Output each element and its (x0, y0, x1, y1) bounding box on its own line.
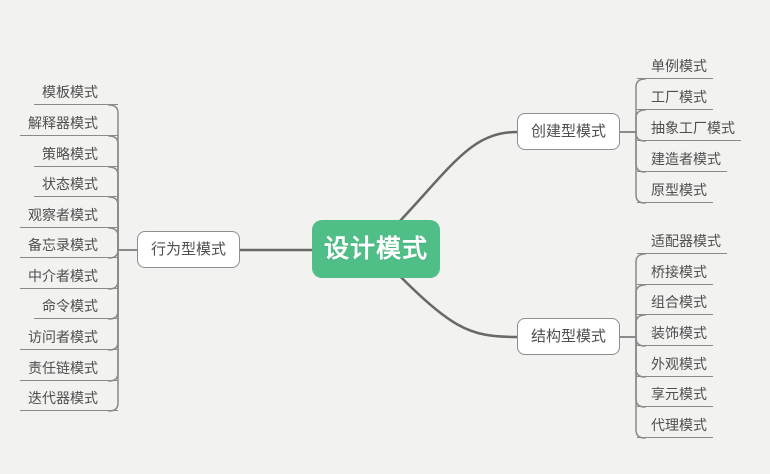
connector-line (108, 196, 138, 251)
child-composite[interactable]: 组合模式 (637, 293, 713, 315)
connector-line (380, 256, 520, 339)
child-interpreter[interactable]: 解释器模式 (20, 114, 118, 136)
child-mediator[interactable]: 中介者模式 (20, 267, 118, 289)
branch-node-behavioral[interactable]: 行为型模式 (137, 231, 241, 268)
child-singleton[interactable]: 单例模式 (637, 57, 713, 79)
connector-line (380, 130, 520, 242)
root-node[interactable]: 设计模式 (312, 220, 440, 278)
connector-line (617, 78, 646, 133)
child-template[interactable]: 模板模式 (34, 83, 118, 105)
child-iterator[interactable]: 迭代器模式 (20, 389, 118, 411)
child-strategy[interactable]: 策略模式 (34, 145, 118, 167)
child-abstract-factory[interactable]: 抽象工厂模式 (637, 119, 741, 141)
connector-line (617, 253, 646, 338)
child-observer[interactable]: 观察者模式 (20, 206, 118, 228)
connector-line (108, 135, 138, 251)
branch-node-structural[interactable]: 结构型模式 (517, 318, 621, 355)
child-facade[interactable]: 外观模式 (637, 355, 713, 377)
connector-line (108, 166, 138, 251)
connector-line (108, 104, 138, 251)
connector-line (617, 284, 646, 338)
branch-node-creational[interactable]: 创建型模式 (517, 113, 621, 150)
child-decorator[interactable]: 装饰模式 (637, 324, 713, 346)
child-command[interactable]: 命令模式 (34, 297, 118, 319)
child-state[interactable]: 状态模式 (34, 175, 118, 197)
child-visitor[interactable]: 访问者模式 (20, 328, 118, 350)
child-prototype[interactable]: 原型模式 (637, 181, 713, 203)
child-flyweight[interactable]: 享元模式 (637, 385, 713, 407)
connector-line (617, 314, 646, 338)
child-chain-of-responsibility[interactable]: 责任链模式 (20, 359, 118, 381)
child-bridge[interactable]: 桥接模式 (637, 263, 713, 285)
child-proxy[interactable]: 代理模式 (637, 416, 713, 438)
child-factory[interactable]: 工厂模式 (637, 88, 713, 110)
child-memento[interactable]: 备忘录模式 (20, 236, 118, 258)
child-builder[interactable]: 建造者模式 (637, 150, 727, 172)
connector-line (617, 109, 646, 133)
connector-line (108, 227, 138, 251)
child-adapter[interactable]: 适配器模式 (637, 232, 727, 254)
